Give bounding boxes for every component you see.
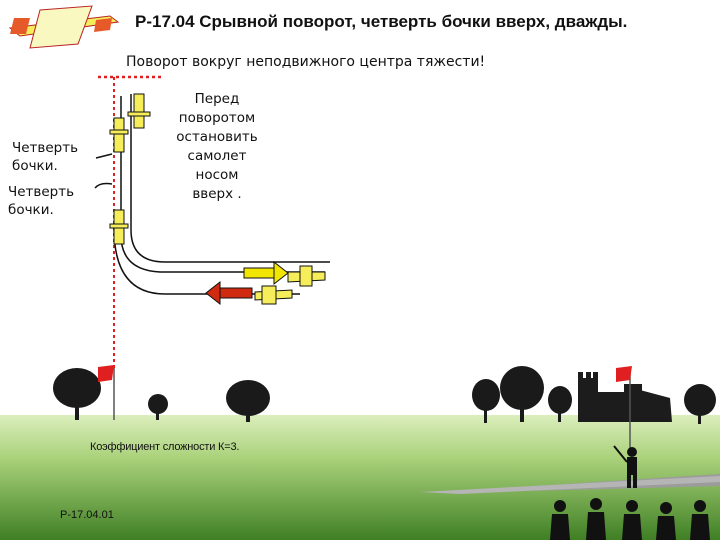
airplane-icon [109,117,129,153]
roll-label-1: Четверть бочки. [12,140,79,174]
airplane-icon [254,285,293,305]
spectator-icon [656,502,676,540]
roll-arrow-icon [95,153,113,159]
figure-code: Р-17.04.01 [60,509,114,521]
airplane-logo-icon [8,5,120,49]
tree-icon [684,384,716,424]
airplane-icon [127,93,151,129]
spectator-icon [550,500,570,540]
flag-icon [98,365,115,420]
tree-icon [53,368,101,420]
airplane-icon [109,209,129,245]
spectator-icon [586,498,606,540]
downline-path [130,94,330,263]
arrow-icon [243,260,289,286]
difficulty-label: Коэффициент сложности К=3. [90,441,240,453]
castle-icon [578,372,672,422]
flag-icon [616,366,632,450]
grass-field [0,415,720,540]
page-title: Р-17.04 Срывной поворот, четверть бочки … [135,12,628,31]
pilot-silhouette-icon [613,445,637,488]
runway-strip [420,476,720,494]
tree-icon [148,394,168,420]
tree-icon [500,366,544,422]
spectator-icon [690,500,710,540]
tree-icon [226,380,270,422]
subtitle: Поворот вокруг неподвижного центра тяжес… [126,54,486,70]
tree-icon [548,386,572,422]
arrow-icon [205,280,253,306]
roll-label-2: Четверть бочки. [8,184,75,218]
spectator-icon [622,500,642,540]
tree-icon [472,379,500,423]
airplane-icon [287,265,326,287]
roll-arrow-icon [94,182,113,189]
exit-path [113,227,300,295]
instruction-note: Перед поворотом остановить самолет носом… [176,91,258,202]
